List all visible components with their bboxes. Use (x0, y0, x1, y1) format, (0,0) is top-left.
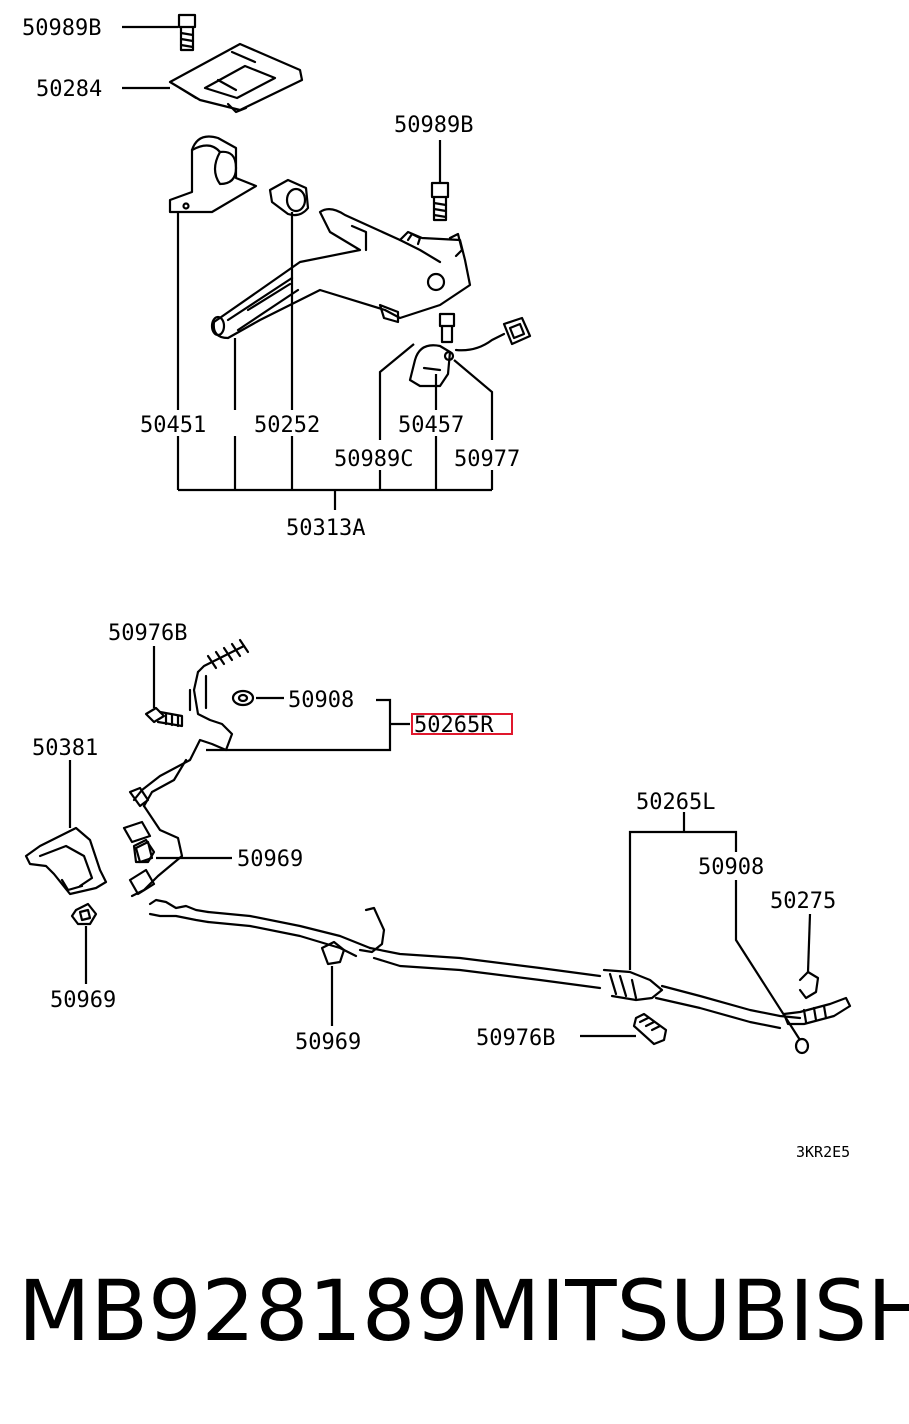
footer-part-number: MB928189 (18, 1262, 469, 1360)
label-cable-right[interactable]: 50265R (414, 713, 494, 738)
label-bushing-holder: 50451 (140, 413, 206, 438)
upper-leader-lines (122, 25, 494, 510)
label-bolt-cable-left: 50976B (108, 621, 187, 646)
clip-lower-drawing (320, 940, 346, 966)
label-cover: 50381 (32, 736, 98, 761)
clip-end-drawing (798, 970, 820, 1000)
lever-drawing (210, 208, 472, 340)
cable-main-drawing (148, 898, 852, 1030)
bolt-top-drawing (177, 13, 197, 52)
switch-drawing (408, 312, 532, 388)
label-lever-assy: 50313A (286, 516, 365, 541)
label-clip-end: 50275 (770, 889, 836, 914)
label-bracket: 50284 (36, 77, 102, 102)
label-grommet-upper: 50908 (288, 688, 354, 713)
cover-drawing (24, 826, 108, 896)
lower-leader-lines (68, 646, 812, 1041)
bracket-drawing (168, 42, 304, 114)
bushing-holder-drawing (168, 135, 258, 214)
label-bolt-cable-right: 50976B (476, 1026, 555, 1051)
clip-left-drawing (70, 902, 98, 926)
label-grommet-lower: 50908 (698, 855, 764, 880)
clip-mid-drawing (132, 838, 156, 864)
footer-brand: MITSUBISHI (468, 1262, 909, 1360)
label-connector: 50977 (454, 447, 520, 472)
bolt-cable-right-drawing (632, 1012, 668, 1046)
bolt-cable-left-drawing (144, 706, 184, 728)
label-diagram-code: 3KR2E5 (796, 1143, 850, 1161)
label-clip-mid: 50969 (237, 847, 303, 872)
highlight-box (411, 713, 513, 735)
label-bolt-c: 50989C (334, 447, 413, 472)
label-clip-lower: 50969 (295, 1030, 361, 1055)
bushing-drawing (268, 178, 310, 217)
bolt-right-drawing (430, 181, 450, 222)
label-switch: 50457 (398, 413, 464, 438)
label-bolt-right: 50989B (394, 113, 473, 138)
label-clip-left: 50969 (50, 988, 116, 1013)
grommet-lower-drawing (794, 1037, 810, 1055)
grommet-upper-drawing (231, 689, 255, 707)
label-bolt-top: 50989B (22, 16, 101, 41)
label-cable-left: 50265L (636, 790, 715, 815)
cable-assembly-drawing (24, 638, 852, 1055)
lever-assembly-drawing (168, 13, 532, 388)
label-bushing: 50252 (254, 413, 320, 438)
